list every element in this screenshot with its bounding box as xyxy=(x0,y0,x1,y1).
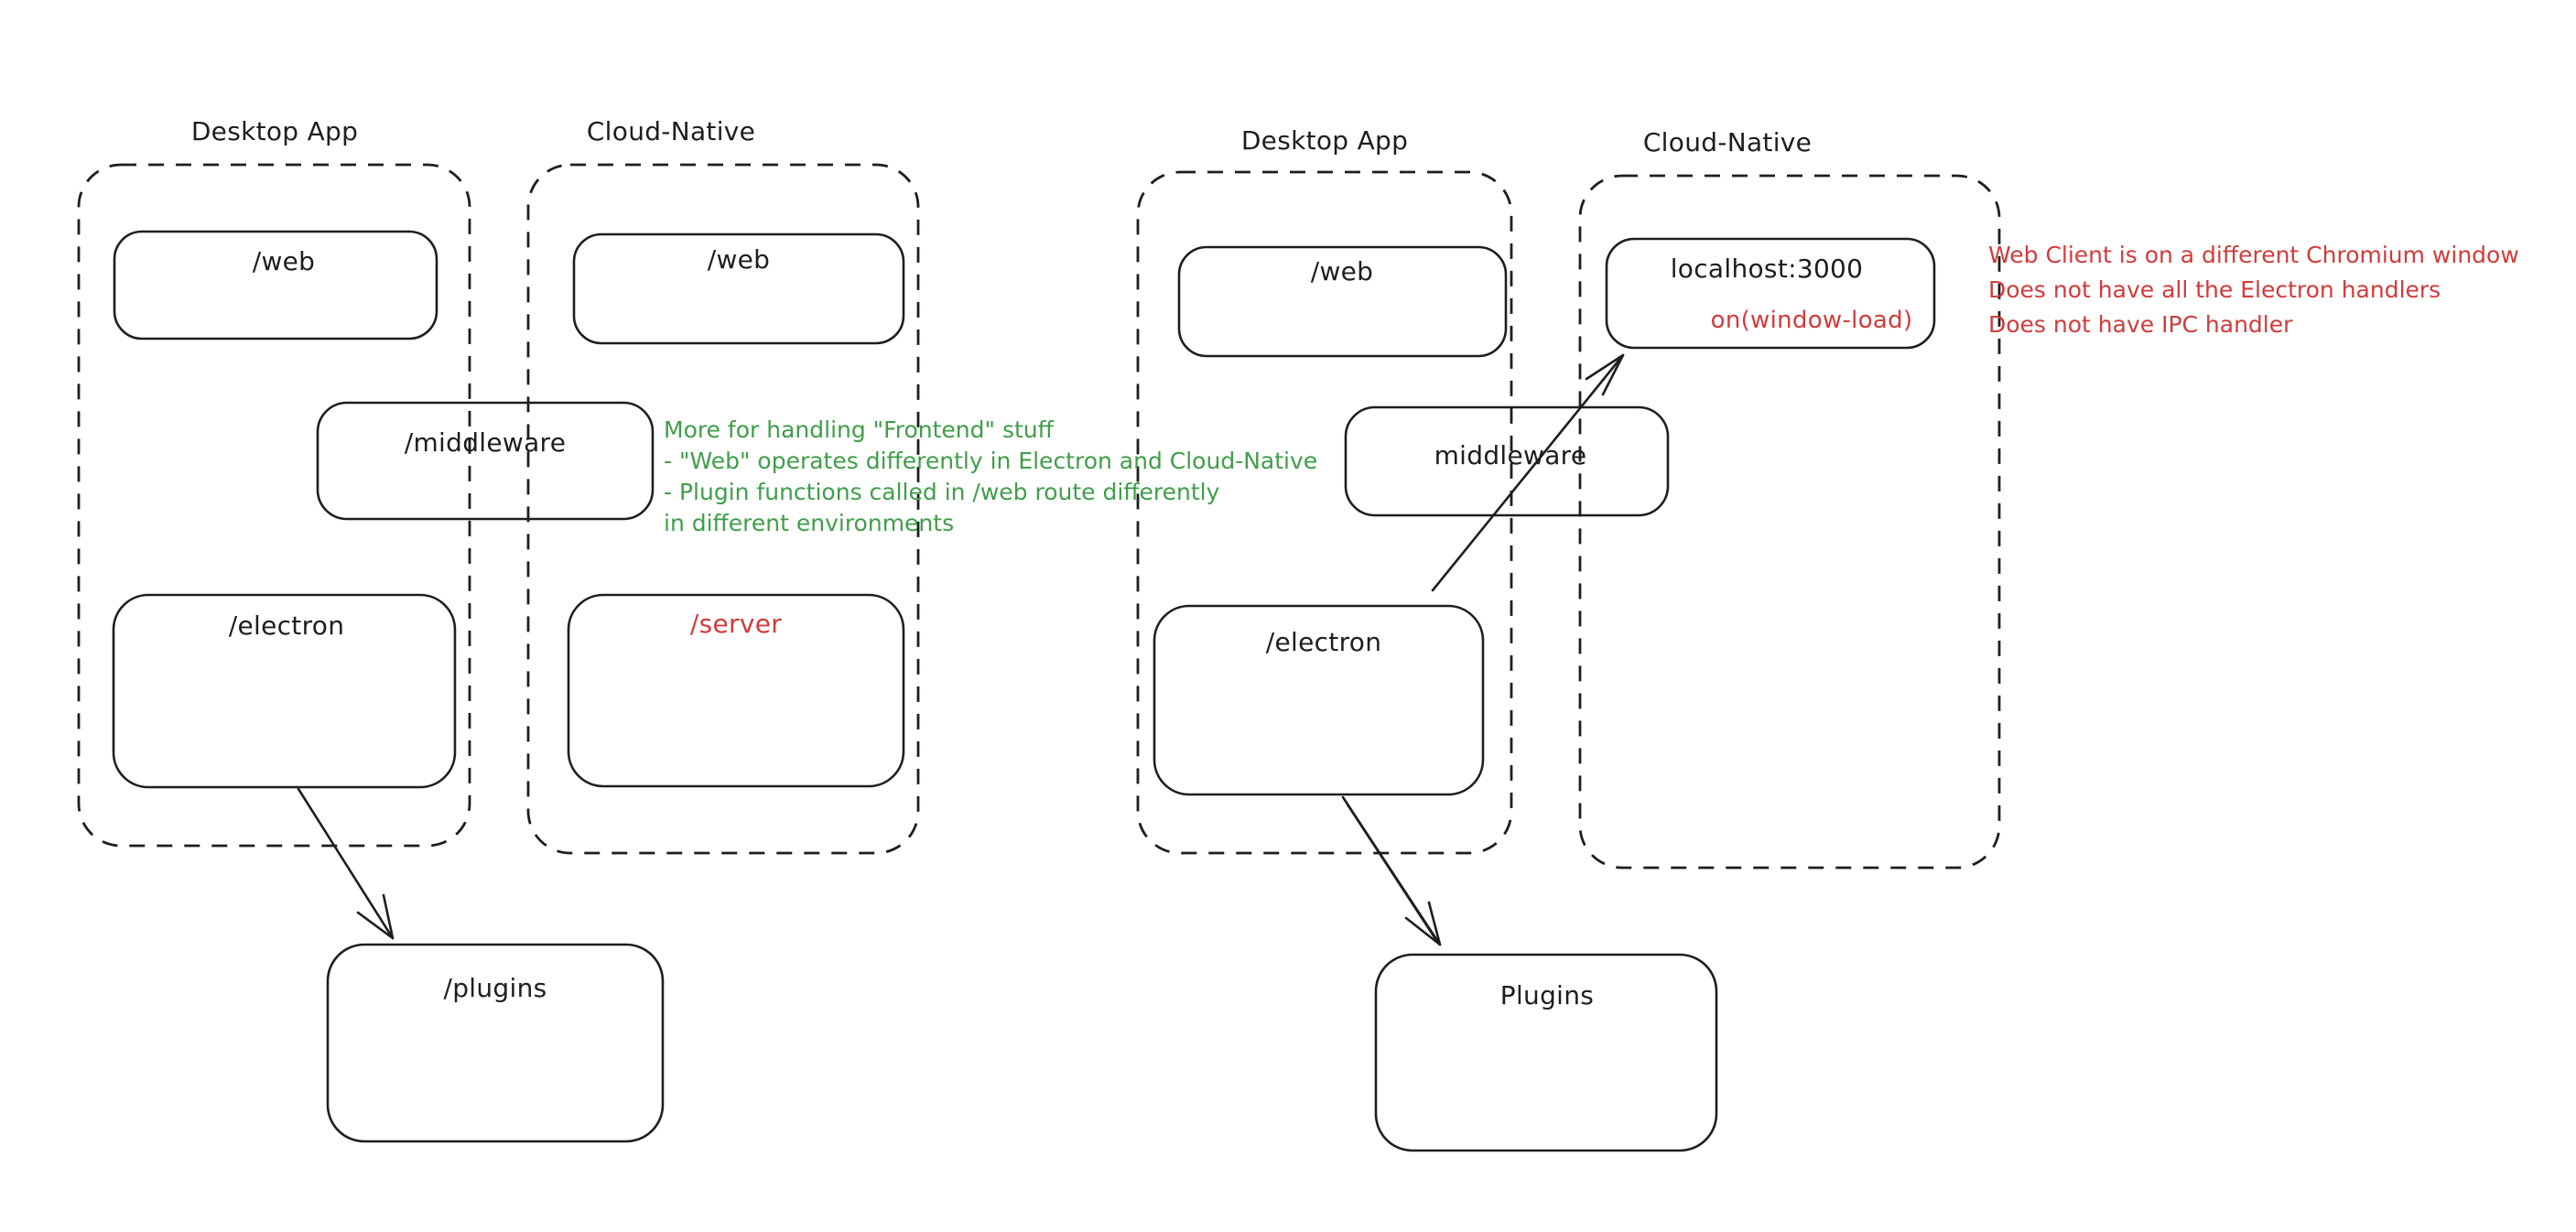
left-desktop-app-group-box[interactable] xyxy=(77,163,471,848)
left-annotation-note[interactable]: More for handling "Frontend" stuff - "We… xyxy=(664,416,1317,541)
left-plugins-box[interactable] xyxy=(326,943,665,1143)
note-line: Does not have IPC handler xyxy=(1988,311,2293,338)
right-middleware-label: middleware xyxy=(1434,440,1587,470)
right-localhost-box[interactable] xyxy=(1605,237,1936,350)
arrow-left-electron-to-plugins[interactable] xyxy=(297,787,395,940)
left-desktop-app-title[interactable]: Desktop App xyxy=(190,116,359,146)
left-plugins-label: /plugins xyxy=(443,973,547,1003)
left-web-cloud-label: /web xyxy=(707,244,771,275)
note-line: Web Client is on a different Chromium wi… xyxy=(1988,242,2519,268)
arrowhead xyxy=(1585,353,1625,396)
left-cloud-native-title[interactable]: Cloud-Native xyxy=(586,116,756,146)
right-electron-label: /electron xyxy=(1265,627,1382,657)
left-middleware-label: /middleware xyxy=(404,427,567,458)
right-plugins-label: Plugins xyxy=(1499,980,1595,1010)
left-web-cloud-box[interactable] xyxy=(572,232,905,345)
right-localhost-label: localhost:3000 xyxy=(1670,254,1864,284)
arrowhead xyxy=(356,893,395,940)
right-annotation-note[interactable]: Web Client is on a different Chromium wi… xyxy=(1988,242,2519,346)
arrowhead xyxy=(1404,901,1442,946)
left-web-desktop-label: /web xyxy=(252,246,316,276)
right-desktop-app-title[interactable]: Desktop App xyxy=(1240,125,1409,156)
left-cloud-native-group-box[interactable] xyxy=(526,163,920,855)
note-line: in different environments xyxy=(664,510,955,536)
right-web-box[interactable] xyxy=(1177,245,1508,358)
left-electron-label: /electron xyxy=(228,611,345,641)
right-cloud-native-title[interactable]: Cloud-Native xyxy=(1642,127,1813,157)
left-server-box[interactable] xyxy=(567,593,905,788)
right-electron-box[interactable] xyxy=(1153,604,1485,796)
note-line: More for handling "Frontend" stuff xyxy=(664,416,1054,443)
right-cloud-native-group-box[interactable] xyxy=(1578,174,2001,870)
note-line: Does not have all the Electron handlers xyxy=(1988,276,2441,303)
arrow-shaft xyxy=(1431,353,1625,592)
right-web-label: /web xyxy=(1310,256,1374,286)
left-web-desktop-box[interactable] xyxy=(113,230,438,340)
left-electron-box[interactable] xyxy=(112,593,457,789)
note-line: - Plugin functions called in /web route … xyxy=(664,479,1220,505)
arrow-right-electron-to-plugins[interactable] xyxy=(1341,795,1442,946)
note-line: - "Web" operates differently in Electron… xyxy=(664,448,1318,474)
arrow-shaft xyxy=(297,787,395,940)
left-middleware-box[interactable] xyxy=(316,401,655,521)
right-middleware-box[interactable] xyxy=(1344,405,1670,517)
right-localhost-event-label: on(window-load) xyxy=(1710,307,1913,334)
arrow-right-electron-to-localhost[interactable] xyxy=(1431,353,1625,592)
arrow-shaft-overdraw xyxy=(1346,803,1436,939)
right-plugins-box[interactable] xyxy=(1374,953,1718,1152)
right-desktop-app-group-box[interactable] xyxy=(1136,170,1513,855)
left-server-label: /server xyxy=(689,609,783,639)
